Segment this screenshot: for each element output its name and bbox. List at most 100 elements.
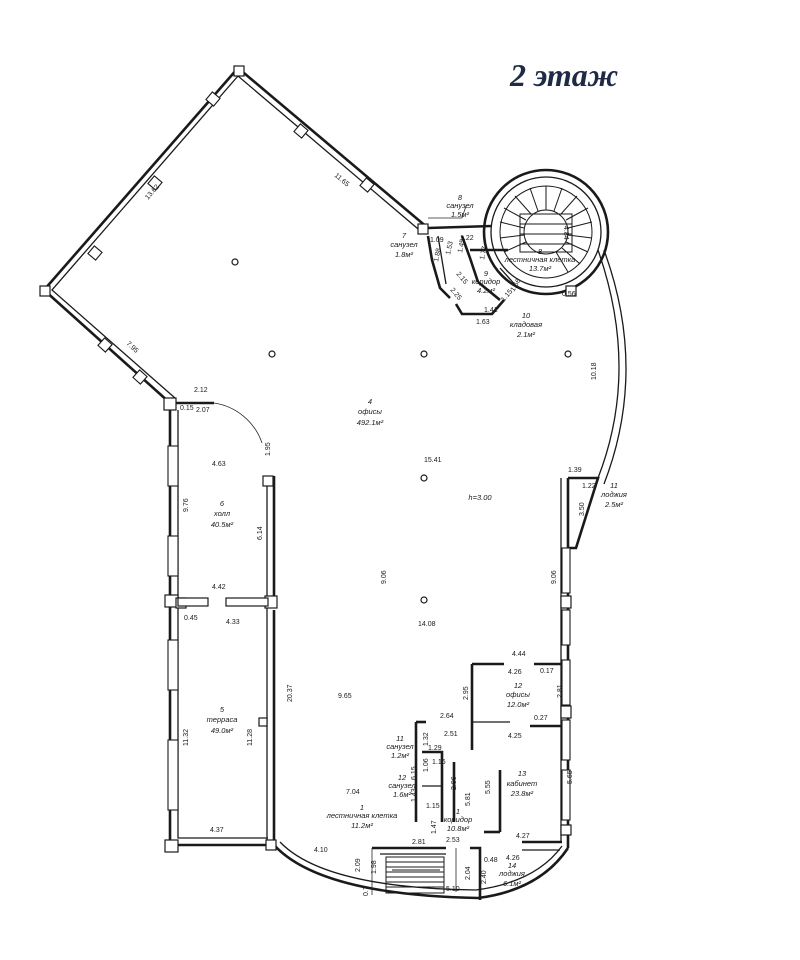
svg-text:1.09: 1.09 [430,237,444,244]
svg-text:1.43: 1.43 [411,788,418,802]
svg-text:1.41: 1.41 [484,307,498,314]
svg-text:1: 1 [456,807,460,816]
room-9-label: 9 коридор 4.2м² [472,269,501,295]
svg-text:кладовая: кладовая [510,320,542,329]
svg-text:0.7: 0.7 [363,886,370,896]
svg-text:12: 12 [398,773,407,782]
svg-text:1.15: 1.15 [426,803,440,810]
svg-text:2.40: 2.40 [481,870,488,884]
svg-text:2.07: 2.07 [196,407,210,414]
svg-text:4.37: 4.37 [210,827,224,834]
room-10-label: 10 кладовая 2.1м² [510,311,542,339]
svg-text:1.22: 1.22 [582,483,596,490]
svg-text:11: 11 [610,481,618,490]
svg-text:7.95: 7.95 [125,340,140,354]
svg-text:0.27: 0.27 [534,715,548,722]
svg-text:2.95: 2.95 [463,686,470,700]
svg-text:49.0м²: 49.0м² [211,726,234,735]
svg-text:1.98: 1.98 [371,860,378,874]
svg-text:5.10: 5.10 [446,886,460,893]
room-5-label: 5 терраса 49.0м² [207,705,238,735]
room-1-stair-label: 1 лестничная клетка 11.2м² [326,803,398,830]
room-14-label: 14 лоджия 6.1м² [498,861,525,888]
svg-text:0.48: 0.48 [484,857,498,864]
floor-title: 2 этаж [509,57,618,93]
room-11-wc-label: 11 санузел 1.2м² [386,734,414,760]
svg-text:санузел: санузел [390,240,418,249]
interior-walls [371,662,562,900]
svg-text:лестничная клетка: лестничная клетка [504,255,576,264]
svg-text:холл: холл [213,509,231,518]
svg-text:1.39: 1.39 [568,467,582,474]
room-1-corridor-label: 1 коридор 10.8м² [444,807,473,833]
svg-text:1.16: 1.16 [432,759,446,766]
svg-text:0.15: 0.15 [180,405,194,412]
svg-text:2.09: 2.09 [355,858,362,872]
room-8-stair-label: 8 лестничная клетка 13.7м² [504,247,576,273]
outer-walls [42,66,627,900]
svg-text:0.56: 0.56 [562,291,576,298]
svg-text:коридор: коридор [444,815,473,824]
svg-text:4.44: 4.44 [512,651,526,658]
room-12-wc-label: 12 санузел 1.6м² [388,773,416,799]
svg-text:1.8м²: 1.8м² [395,250,414,259]
svg-text:санузел: санузел [386,742,414,751]
svg-text:12: 12 [514,681,523,690]
windows [39,65,572,853]
svg-text:санузел: санузел [446,201,474,210]
svg-text:492.1м²: 492.1м² [357,418,384,427]
svg-text:2.96: 2.96 [451,776,458,790]
svg-text:9: 9 [484,269,489,278]
svg-text:1.47: 1.47 [431,820,438,834]
service-rooms-top [426,205,577,316]
svg-text:9.65: 9.65 [338,693,352,700]
svg-text:6.15: 6.15 [411,766,418,780]
svg-text:9.06: 9.06 [381,570,388,584]
room-7-label: 7 санузел 1.8м² [390,231,418,259]
svg-text:13: 13 [518,769,527,778]
svg-text:11: 11 [396,734,404,743]
svg-text:2.5м²: 2.5м² [604,500,624,509]
svg-text:1.88: 1.88 [433,248,443,263]
room-8-wc-label: 8 санузел 1.5м² [446,193,474,219]
svg-text:12.0м²: 12.0м² [507,700,530,709]
svg-text:2.64: 2.64 [440,713,454,720]
svg-text:7: 7 [402,231,407,240]
svg-text:10.18: 10.18 [591,362,598,380]
svg-text:2.1м²: 2.1м² [516,330,536,339]
round-staircase [482,168,610,296]
svg-text:1.53: 1.53 [445,241,455,256]
svg-text:2.15: 2.15 [454,271,468,286]
svg-text:10: 10 [522,311,531,320]
svg-text:13.7м²: 13.7м² [529,264,552,273]
svg-text:2.51: 2.51 [444,731,458,738]
svg-text:20.37: 20.37 [287,684,294,702]
svg-text:5.81: 5.81 [465,792,472,806]
room-labels: 4 офисы 492.1м² 5 терраса 49.0м² 6 холл … [207,193,627,888]
svg-text:2.81: 2.81 [557,684,564,698]
svg-text:3.50: 3.50 [579,502,586,516]
svg-text:терраса: терраса [207,715,238,724]
svg-text:7.04: 7.04 [346,789,360,796]
svg-text:офисы: офисы [506,690,530,699]
svg-text:4.63: 4.63 [212,461,226,468]
svg-text:1.2м²: 1.2м² [391,751,410,760]
svg-text:0.45: 0.45 [184,615,198,622]
svg-text:1.06: 1.06 [423,758,430,772]
svg-text:40.5м²: 40.5м² [211,520,234,529]
svg-text:1.95: 1.95 [265,442,272,456]
svg-text:1: 1 [360,803,364,812]
svg-text:14.08: 14.08 [418,621,436,628]
svg-text:офисы: офисы [358,407,382,416]
svg-text:4.25: 4.25 [508,733,522,740]
svg-text:9.76: 9.76 [183,498,190,512]
svg-text:лоджия: лоджия [498,869,525,878]
svg-text:4: 4 [368,397,372,406]
svg-text:5: 5 [220,705,225,714]
room-13-label: 13 кабинет 23.8м² [507,769,538,798]
svg-text:11.28: 11.28 [247,729,254,746]
columns [231,258,572,604]
svg-text:6.1м²: 6.1м² [503,879,522,888]
svg-text:8: 8 [538,247,543,256]
